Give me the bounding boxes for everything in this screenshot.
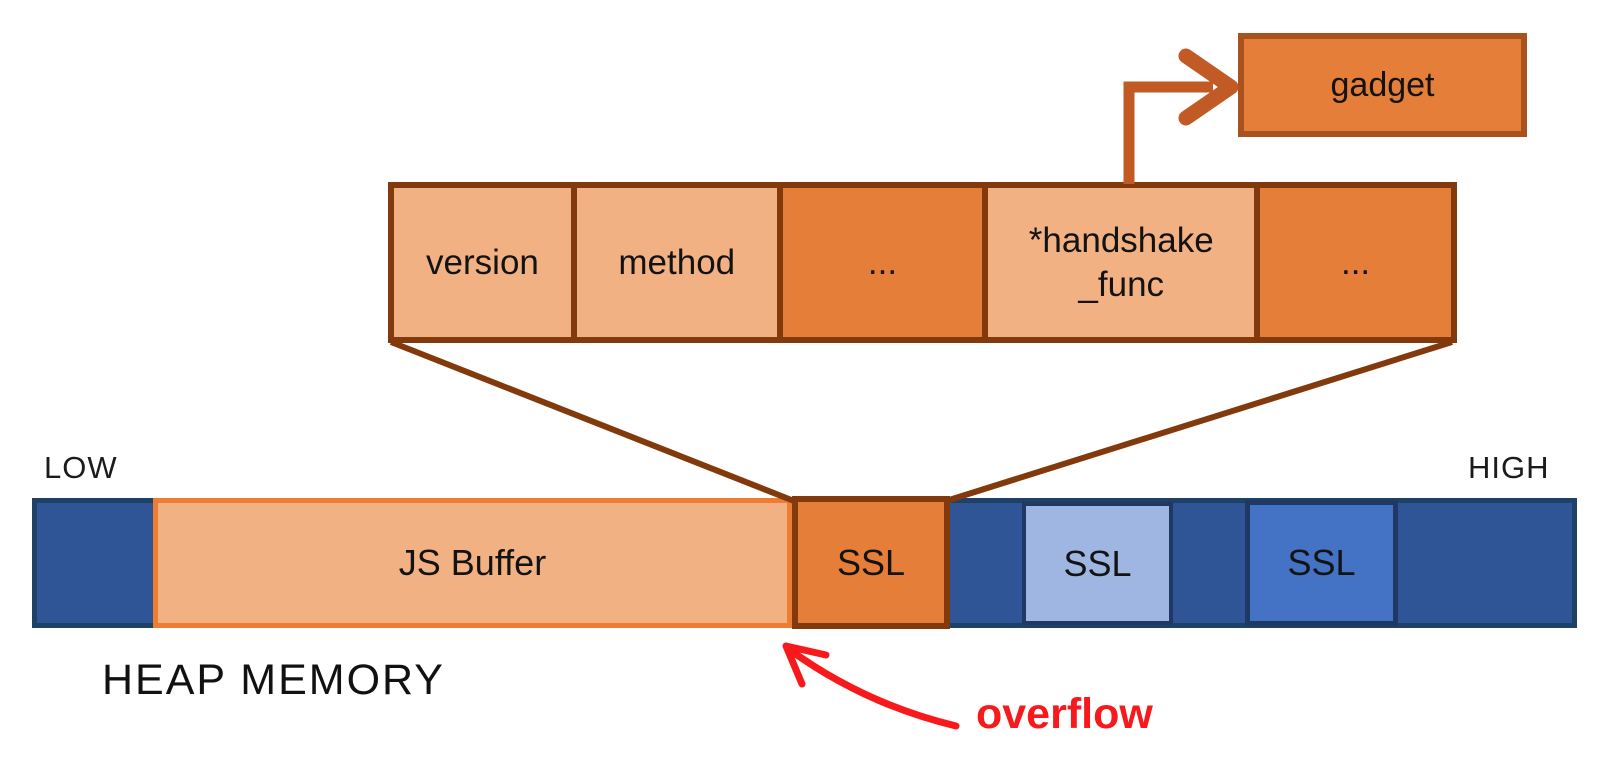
ssl-struct-row: version method ... *handshake _func ... [388, 182, 1457, 343]
gadget-box: gadget [1238, 33, 1527, 137]
ssl-overflowed-label: SSL [836, 541, 906, 583]
handshake-pointer-arrow [1123, 48, 1239, 184]
ssl-medium-label: SSL [1287, 542, 1356, 583]
heap-segment-ssl-overflowed: SSL [792, 496, 950, 629]
overflow-label: overflow [976, 690, 1153, 738]
expansion-line-right [945, 339, 1453, 504]
low-address-label: LOW [44, 450, 118, 485]
heap-memory-title: HEAP MEMORY [102, 656, 445, 704]
struct-cell-ellipsis-1: ... [776, 188, 983, 337]
struct-cell-ellipsis-2: ... [1254, 188, 1451, 337]
heap-segment-ssl-light: SSL [1022, 502, 1173, 625]
struct-cell-version: version [394, 188, 571, 337]
high-address-label: HIGH [1468, 450, 1550, 485]
struct-cell-handshake-func: *handshake _func [982, 188, 1255, 337]
expansion-line-left [389, 339, 796, 504]
ssl-light-label: SSL [1063, 542, 1132, 584]
overflow-arrow [782, 642, 960, 730]
js-buffer-label: JS Buffer [398, 542, 547, 583]
gadget-label: gadget [1330, 65, 1435, 104]
heap-segment-ssl-medium: SSL [1245, 500, 1398, 626]
heap-segment-js-buffer: JS Buffer [153, 498, 792, 628]
struct-cell-method: method [570, 188, 777, 337]
